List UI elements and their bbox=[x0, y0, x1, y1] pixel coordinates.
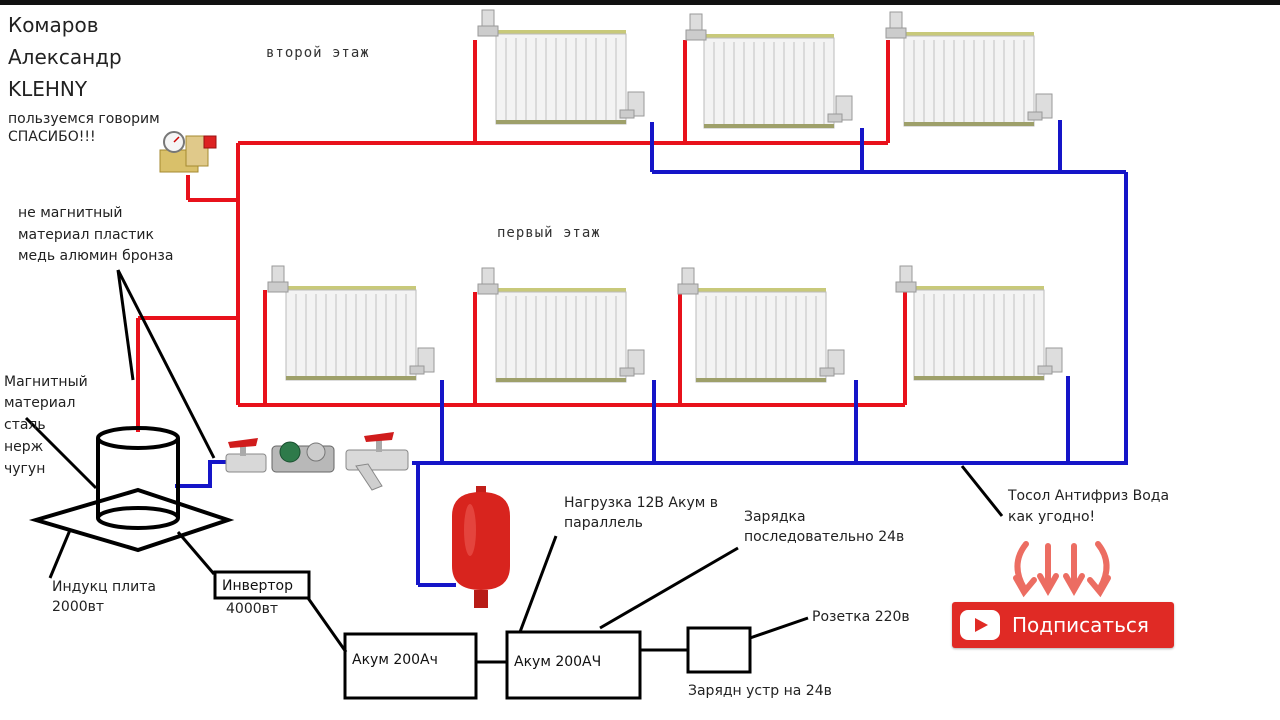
pointer-lines bbox=[24, 269, 1004, 664]
battery-box-2 bbox=[505, 630, 642, 700]
author-channel: KLEHNY bbox=[8, 77, 88, 101]
expansion-tank-icon bbox=[452, 486, 510, 608]
radiators-second-floor bbox=[477, 9, 1053, 129]
battery-1-label: Акум 200Ач bbox=[352, 652, 438, 668]
subscribe-button[interactable]: Подписаться bbox=[952, 602, 1174, 648]
radiator-icon bbox=[685, 13, 853, 129]
induction-label-1: Индукц плита bbox=[52, 579, 156, 595]
magnetic-label-4: нерж bbox=[4, 439, 44, 455]
inverter-box bbox=[213, 570, 311, 600]
induction-label-2: 2000вт bbox=[52, 599, 105, 615]
strainer-filter-icon bbox=[345, 432, 409, 491]
battery-box-1 bbox=[343, 632, 478, 700]
down-arrows-icon bbox=[1013, 541, 1111, 598]
author-name-2: Александр bbox=[8, 45, 122, 69]
load-label-2: параллель bbox=[564, 515, 643, 531]
inverter-power-label: 4000вт bbox=[226, 601, 279, 617]
magnetic-label-1: Магнитный bbox=[4, 374, 88, 390]
induction-heater bbox=[28, 426, 235, 553]
electrical-boxes bbox=[213, 570, 752, 700]
radiators-first-floor bbox=[267, 265, 1063, 383]
coolant-label-1: Тосол Антифриз Вода bbox=[1008, 488, 1170, 504]
radiator-icon bbox=[885, 11, 1053, 127]
radiator-icon bbox=[895, 265, 1063, 381]
second-floor-label: второй этаж bbox=[266, 45, 370, 61]
load-label-1: Нагрузка 12В Акум в bbox=[564, 495, 719, 511]
coolant-label-2: как угодно! bbox=[1008, 509, 1096, 525]
nonmagnetic-label-3: медь алюмин бронза bbox=[18, 248, 174, 264]
charge-label-2: последовательно 24в bbox=[744, 529, 905, 545]
youtube-play-icon bbox=[960, 610, 1000, 640]
nonmagnetic-label-1: не магнитный bbox=[18, 205, 123, 221]
inverter-label: Инвертор bbox=[222, 578, 293, 594]
ball-valve-icon bbox=[225, 438, 267, 473]
radiator-icon bbox=[677, 267, 845, 383]
nonmagnetic-label-2: материал пластик bbox=[18, 227, 154, 243]
first-floor-label: первый этаж bbox=[497, 225, 601, 241]
safety-group-icon bbox=[159, 131, 217, 173]
magnetic-label-5: чугун bbox=[4, 461, 46, 477]
radiator-icon bbox=[477, 9, 645, 125]
author-name-1: Комаров bbox=[8, 13, 99, 37]
return-pipes bbox=[175, 120, 1128, 587]
author-note-1: пользуемся говорим bbox=[8, 111, 160, 127]
author-note-2: СПАСИБО!!! bbox=[8, 129, 96, 145]
charger-label: Зарядн устр на 24в bbox=[688, 683, 832, 699]
radiator-icon bbox=[267, 265, 435, 381]
charger-box bbox=[686, 626, 752, 674]
circulation-pump-icon bbox=[271, 441, 335, 473]
magnetic-label-2: материал bbox=[4, 395, 76, 411]
charge-label-1: Зарядка bbox=[744, 509, 806, 525]
socket-label: Розетка 220в bbox=[812, 609, 910, 625]
battery-2-label: Акум 200АЧ bbox=[514, 654, 602, 670]
top-border bbox=[0, 0, 1280, 5]
radiator-icon bbox=[477, 267, 645, 383]
supply-pipes bbox=[136, 40, 907, 432]
subscribe-label: Подписаться bbox=[1012, 613, 1149, 637]
magnetic-label-3: сталь bbox=[4, 417, 46, 433]
